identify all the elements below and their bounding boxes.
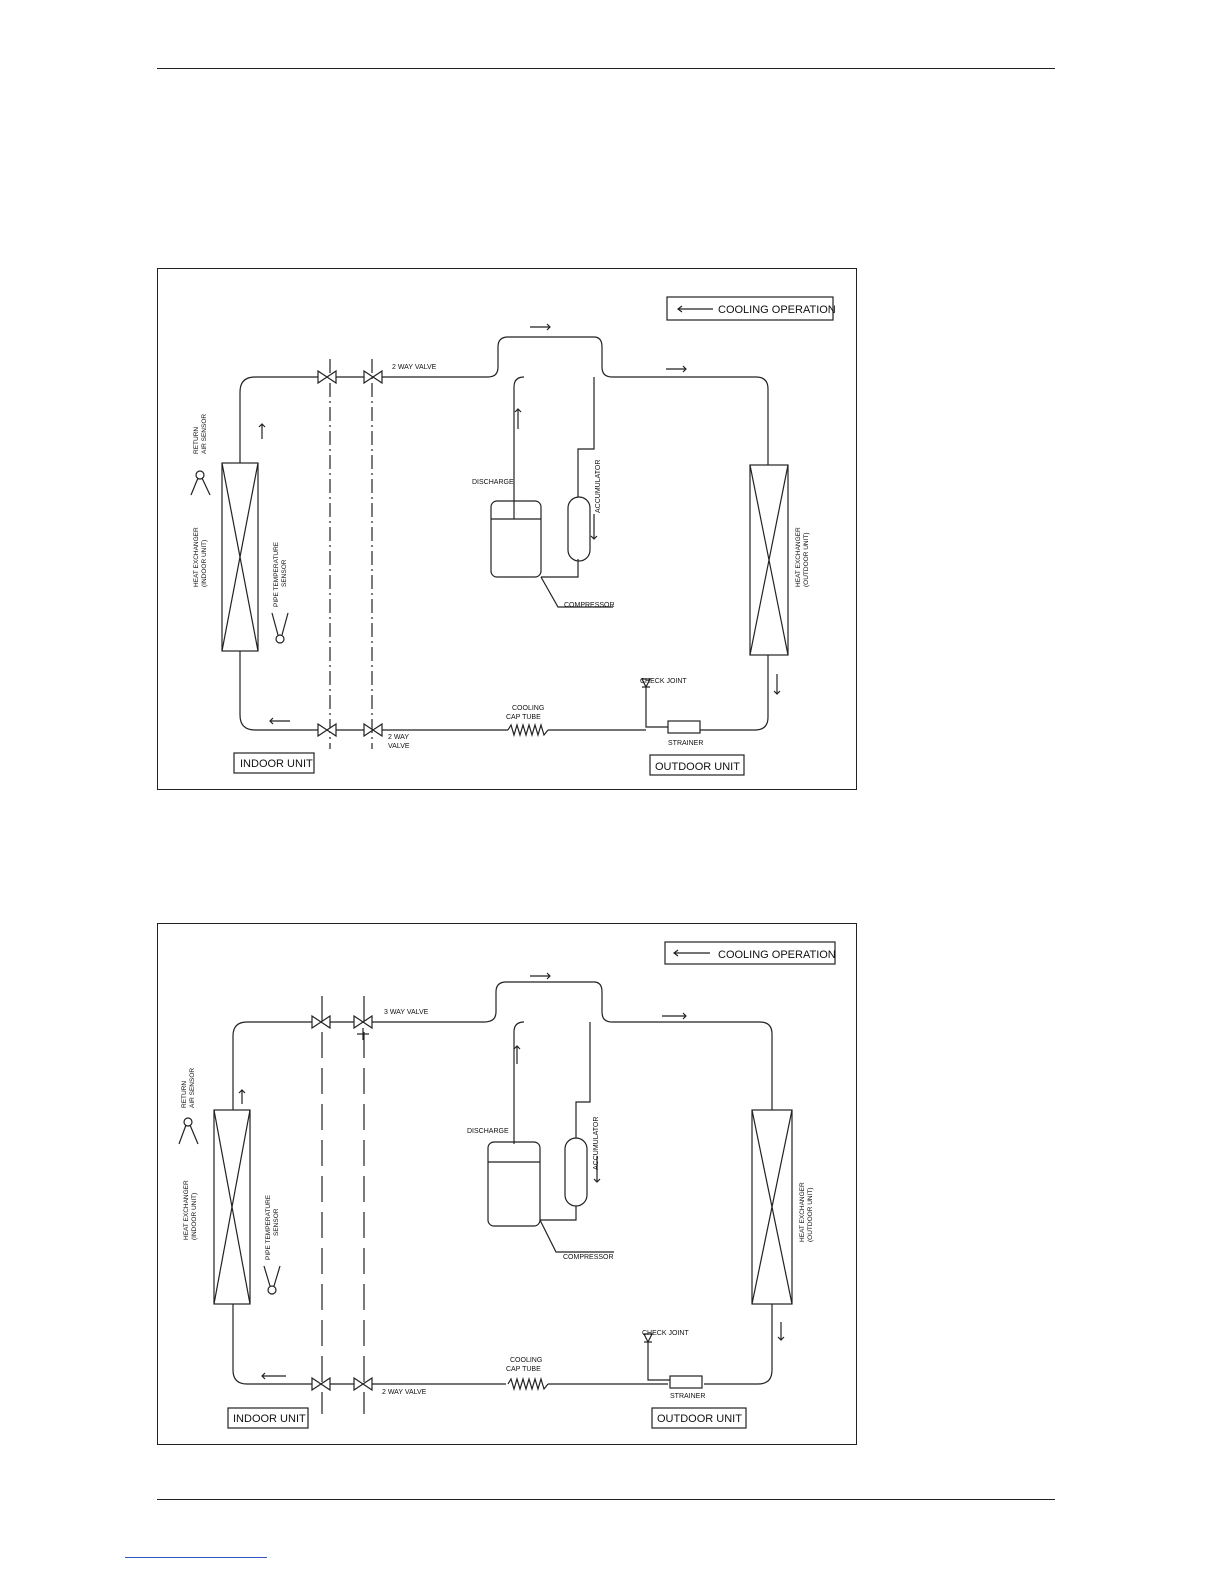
valve-top-b [363, 369, 375, 385]
valve-bottom-b [353, 1376, 365, 1392]
cap-tube-coil [507, 1376, 549, 1392]
outdoor-unit-box [651, 1407, 747, 1429]
outdoor-heat-exchanger [749, 464, 789, 656]
pipe-temperature-sensor [275, 634, 285, 644]
valve-top-label: 3 WAY VALVE [384, 1009, 429, 1016]
pipe-sensor-label-1: PIPE TEMPERATURE [273, 541, 280, 607]
accumulator-body [567, 496, 591, 562]
valve-bottom-a [311, 1376, 323, 1392]
valve-bottom-label-2: VALVE [388, 743, 410, 750]
indoor-unit-box [227, 1407, 309, 1429]
indoor-hx-label-2: (INDOOR UNIT) [191, 1193, 198, 1240]
pipe-temperature-sensor [267, 1285, 277, 1295]
pipe-top-left [232, 1021, 312, 1037]
outdoor-hx-label-2: (OUTDOOR UNIT) [803, 532, 810, 587]
return-sensor-label-1: RETURN [193, 427, 200, 454]
indoor-heat-exchanger [213, 1109, 251, 1305]
diagram1-canvas: COOLING OPERATION 2 WAY VALVE 2 WAY VALV… [190, 296, 836, 776]
check-joint-line [645, 687, 668, 728]
outdoor-hx-label-2: (OUTDOOR UNIT) [807, 1187, 814, 1242]
cap-tube-label-1: COOLING [512, 705, 544, 712]
indoor-unit-label: INDOOR UNIT [233, 1413, 306, 1425]
outdoor-hx-label-1: HEAT EXCHANGER [795, 527, 802, 587]
check-joint-symbol [641, 678, 651, 689]
valve-top-a [311, 1014, 323, 1030]
return-air-sensor [195, 470, 205, 480]
footer-rule [157, 1499, 1055, 1500]
indoor-unit-box [233, 752, 315, 774]
return-air-sensor [183, 1117, 193, 1127]
cap-tube-label-2: CAP TUBE [506, 714, 541, 721]
discharge-label: DISCHARGE [472, 479, 514, 486]
valve-bottom-a [317, 722, 329, 738]
valve-top-3way [353, 1014, 365, 1030]
pipe-accumulator-feed [575, 1022, 591, 1138]
check-joint-line [647, 1342, 670, 1381]
strainer-label: STRAINER [670, 1393, 705, 1400]
outdoor-hx-label-1: HEAT EXCHANGER [799, 1182, 806, 1242]
pipe-sensor-label-2: SENSOR [281, 559, 288, 587]
pipe-accumulator-feed [577, 377, 595, 497]
valve-bottom-label: 2 WAY VALVE [382, 1389, 427, 1396]
legend-label: COOLING OPERATION [718, 949, 836, 961]
compressor-leader [540, 576, 613, 608]
check-joint-label: CHECK JOINT [640, 678, 687, 685]
indoor-unit-label: INDOOR UNIT [240, 758, 313, 770]
pipe-discharge-loop [382, 336, 769, 465]
outdoor-unit-label: OUTDOOR UNIT [655, 761, 740, 773]
legend-box [666, 296, 834, 321]
pipe-bottom-left [232, 1304, 312, 1385]
pipe-top-left [239, 376, 318, 393]
compressor-label: COMPRESSOR [563, 1254, 614, 1261]
cap-tube-label-2: CAP TUBE [506, 1366, 541, 1373]
compressor-label: COMPRESSOR [564, 602, 615, 609]
outdoor-unit-label: OUTDOOR UNIT [657, 1413, 742, 1425]
cap-tube-label-1: COOLING [510, 1357, 542, 1364]
outdoor-unit-box [649, 754, 745, 776]
pipe-sensor-label-2: SENSOR [273, 1208, 280, 1236]
return-sensor-label-2: AIR SENSOR [201, 414, 208, 454]
accumulator-label: ACCUMULATOR [593, 1117, 600, 1170]
pipe-bottom-right [754, 655, 769, 731]
refrigerant-cycle-diagram-3way: COOLING OPERATION 3 WAY VALVE 2 WAY VALV… [157, 923, 857, 1445]
refrigerant-cycle-diagram-2way: COOLING OPERATION 2 WAY VALVE 2 WAY VALV… [157, 268, 857, 790]
strainer-body [667, 720, 701, 734]
valve-top-a [317, 369, 329, 385]
compressor-leader [539, 1219, 614, 1253]
header-rule [157, 68, 1055, 69]
cap-tube-coil [507, 722, 549, 738]
valve-top-label: 2 WAY VALVE [392, 364, 437, 371]
legend-label: COOLING OPERATION [718, 304, 836, 316]
check-joint-symbol [643, 1333, 653, 1344]
pipe-discharge-loop [372, 981, 773, 1110]
discharge-label: DISCHARGE [467, 1128, 509, 1135]
return-sensor-label-2: AIR SENSOR [189, 1068, 196, 1108]
pipe-bottom-left [239, 651, 318, 731]
legend-box [664, 941, 836, 965]
pipe-sensor-label-1: PIPE TEMPERATURE [265, 1194, 272, 1260]
return-sensor-label-1: RETURN [181, 1081, 188, 1108]
outdoor-heat-exchanger [751, 1109, 793, 1305]
indoor-hx-label-1: HEAT EXCHANGER [183, 1180, 190, 1240]
footer-link-underline [125, 1557, 267, 1558]
compressor-body [487, 1141, 541, 1227]
valve-bottom-b [363, 722, 375, 738]
valve-bottom-label-1: 2 WAY [388, 734, 409, 741]
indoor-hx-label-1: HEAT EXCHANGER [193, 527, 200, 587]
compressor-suction [541, 559, 579, 578]
accumulator-label: ACCUMULATOR [595, 460, 602, 513]
check-joint-label: CHECK JOINT [642, 1330, 689, 1337]
strainer-label: STRAINER [668, 740, 703, 747]
pipe-bottom-right [757, 1304, 773, 1385]
compressor-suction [540, 1206, 577, 1221]
accumulator-body [564, 1137, 588, 1207]
pipe-suction-riser [513, 376, 525, 519]
pipe-suction-riser [513, 1021, 525, 1144]
diagram2-canvas: COOLING OPERATION 3 WAY VALVE 2 WAY VALV… [178, 941, 836, 1429]
strainer-body [669, 1375, 703, 1389]
compressor-body [490, 500, 542, 578]
indoor-hx-label-2: (INDOOR UNIT) [201, 540, 208, 587]
